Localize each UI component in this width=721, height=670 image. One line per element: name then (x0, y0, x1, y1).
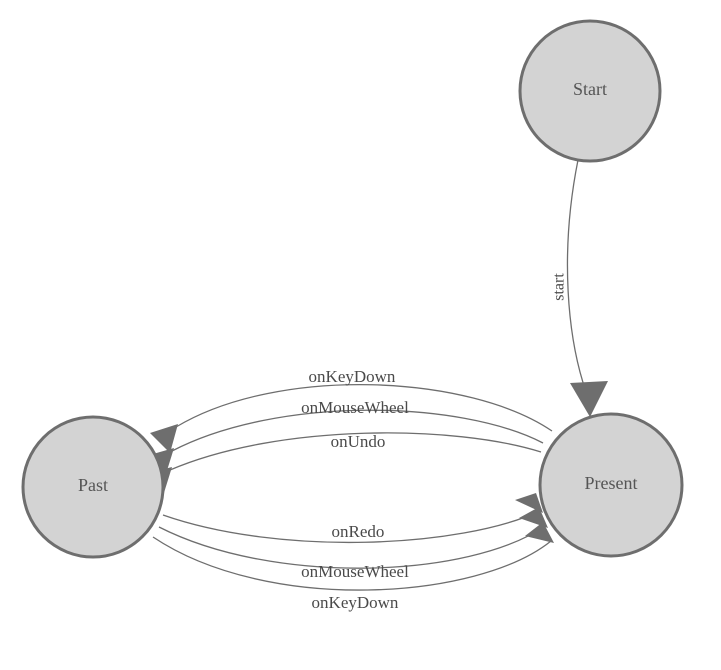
edge-path (171, 409, 544, 452)
node-circle (21, 415, 165, 559)
edge-path (175, 383, 553, 432)
node-label: Past (78, 475, 108, 495)
edge-label: start (551, 273, 568, 301)
edge-start-to-present[interactable]: start (551, 159, 608, 417)
edge-past-to-present-onkeydown[interactable]: onKeyDown (152, 522, 554, 612)
node-circle (538, 412, 684, 558)
arrowhead-icon (525, 522, 554, 543)
node-label: Start (573, 79, 607, 99)
arrowhead-icon (150, 424, 178, 453)
edge-path (158, 525, 546, 569)
edge-path (152, 536, 552, 591)
arrowhead-icon (519, 507, 548, 528)
edge-label: onMouseWheel (301, 562, 409, 581)
edge-path (169, 432, 542, 471)
state-node-start[interactable]: Start (518, 19, 662, 163)
edge-present-to-past-onundo[interactable]: onUndo (145, 432, 542, 496)
state-node-present[interactable]: Present (538, 412, 684, 558)
edge-past-to-present-onredo[interactable]: onRedo (162, 493, 543, 544)
arrowhead-icon (515, 493, 543, 513)
edge-path (566, 159, 590, 401)
state-node-past[interactable]: Past (21, 415, 165, 559)
edge-label: onUndo (331, 432, 386, 451)
edge-label: onKeyDown (309, 367, 396, 386)
arrowhead-icon (570, 381, 608, 417)
edge-past-to-present-onmousewheel[interactable]: onMouseWheel (158, 507, 548, 581)
edge-label: onRedo (332, 522, 385, 541)
edge-label: onKeyDown (312, 593, 399, 612)
edge-path (162, 510, 541, 544)
node-circle (518, 19, 662, 163)
edge-label: onMouseWheel (301, 398, 409, 417)
node-label: Present (585, 473, 638, 493)
edge-present-to-past-onkeydown[interactable]: onKeyDown (150, 367, 553, 453)
